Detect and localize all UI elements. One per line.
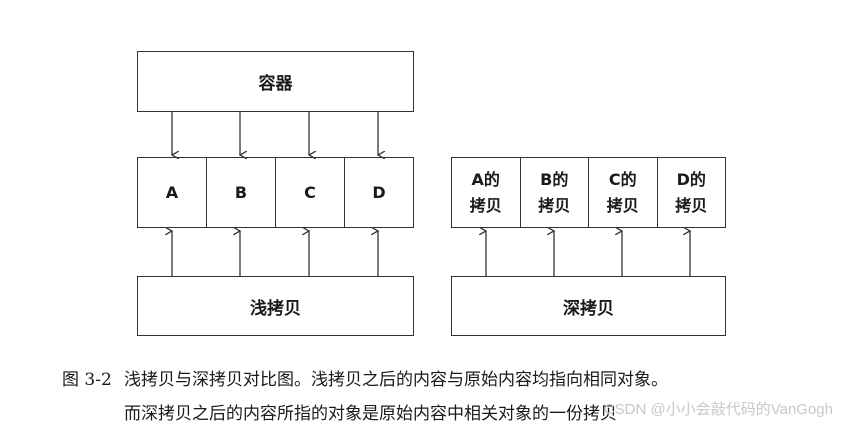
- deep-element-b-copy: B的 拷贝: [521, 158, 589, 227]
- deep-element-a-copy: A的 拷贝: [452, 158, 521, 227]
- shallow-element-d: D: [372, 182, 386, 202]
- shallow-element-c: C: [276, 158, 345, 227]
- deep-element-c-copy: C的 拷贝: [589, 158, 658, 227]
- shallow-element-b: B: [207, 158, 276, 227]
- watermark: CSDN @小小会敲代码的VanGogh: [603, 401, 833, 418]
- deep-copy-label: 深拷贝: [563, 298, 614, 319]
- caption-line-1: 图 3-2 浅拷贝与深拷贝对比图。浅拷贝之后的内容与原始内容均指向相同对象。: [62, 365, 668, 390]
- caption-text-2: 而深拷贝之后的内容所指的对象是原始内容中相关对象的一份拷贝: [124, 404, 617, 424]
- shallow-copy-box: 浅拷贝: [137, 276, 414, 336]
- figure-number: 图 3-2: [62, 370, 112, 390]
- deep-element-d-copy: D的 拷贝: [675, 169, 708, 215]
- deep-elements-row: A的 拷贝 B的 拷贝 C的 拷贝 D的 拷贝: [451, 157, 726, 228]
- caption-text-1: 浅拷贝与深拷贝对比图。浅拷贝之后的内容与原始内容均指向相同对象。: [124, 370, 668, 390]
- shallow-elements-row: A B C D: [137, 157, 414, 228]
- caption-line-2: 而深拷贝之后的内容所指的对象是原始内容中相关对象的一份拷贝: [124, 399, 617, 424]
- shallow-copy-label: 浅拷贝: [250, 298, 301, 319]
- container-label: 容器: [258, 74, 293, 94]
- deep-copy-box: 深拷贝: [451, 276, 726, 336]
- container-box: 容器: [137, 51, 414, 112]
- shallow-element-a: A: [138, 158, 207, 227]
